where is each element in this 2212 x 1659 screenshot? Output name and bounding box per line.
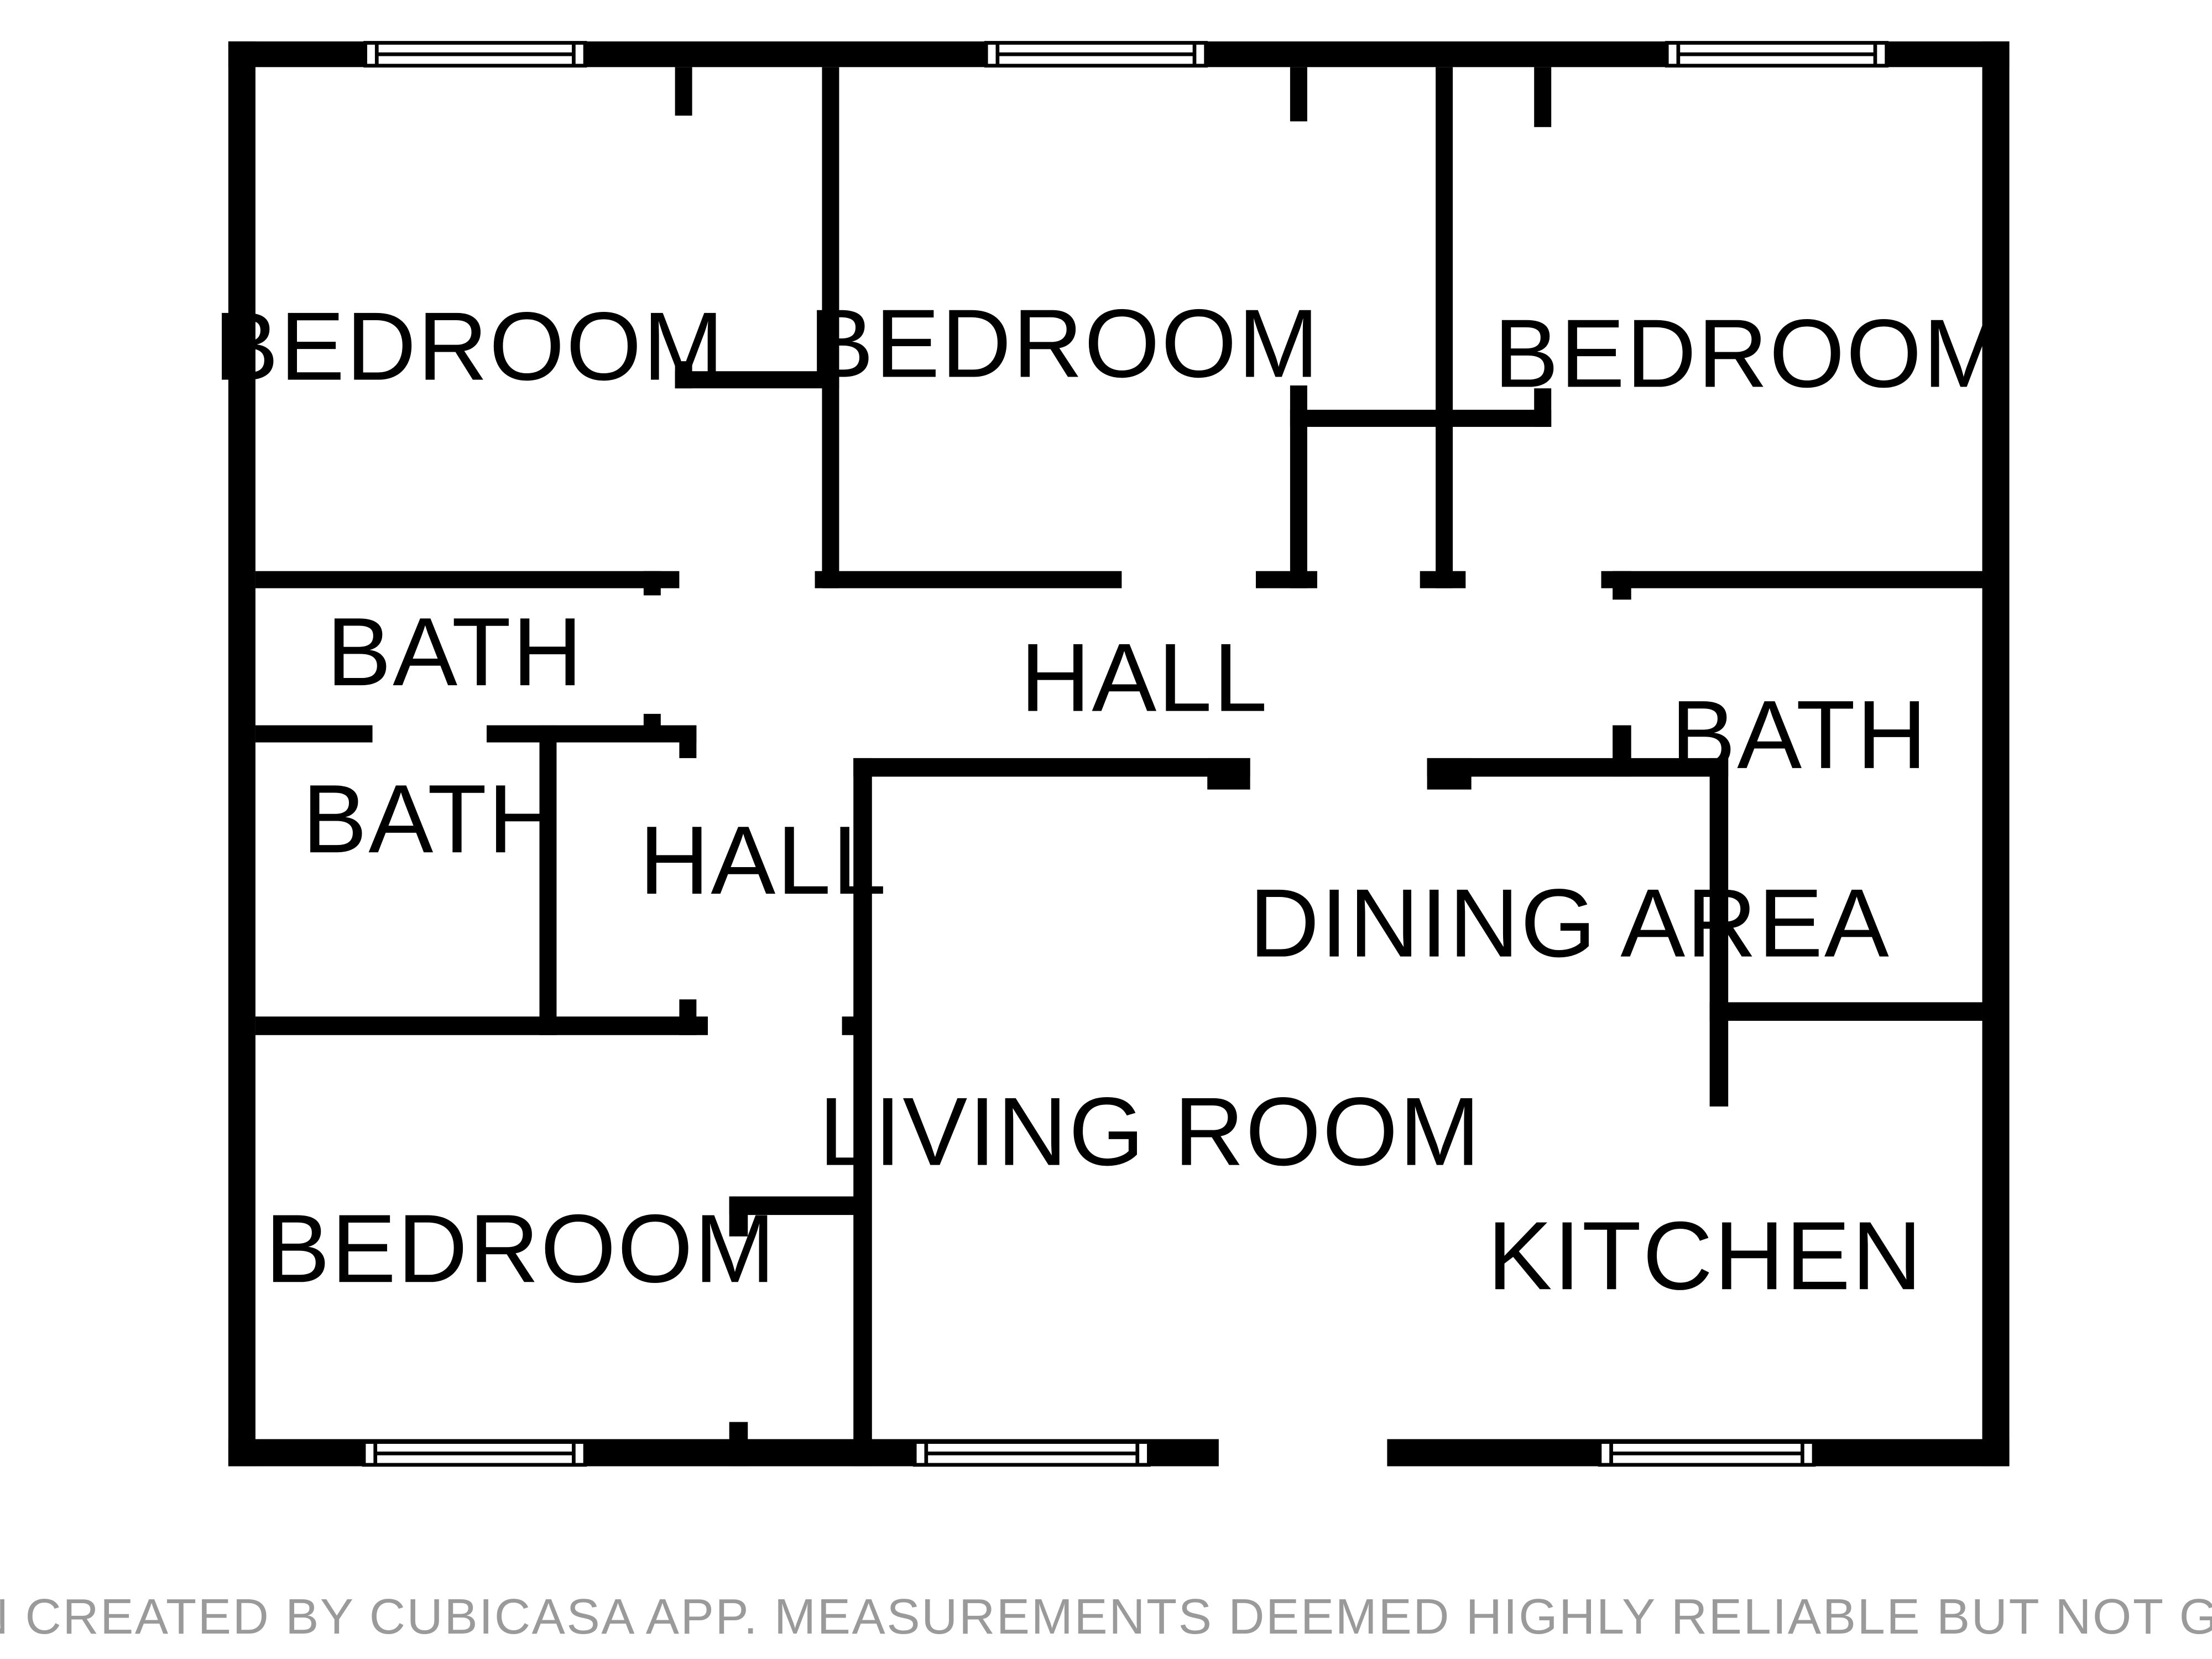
- wall-closet1-bottom: [675, 371, 839, 389]
- window-top-2: [984, 41, 1208, 68]
- wall-baths-bottom: [255, 1016, 708, 1035]
- wall-closet4-stub-bottom: [729, 1422, 748, 1467]
- wall-closet4-top: [729, 1196, 862, 1215]
- wall-closet3-right-top: [1534, 67, 1552, 127]
- wall-living-top-jamb-left: [1207, 758, 1250, 790]
- window-bottom-3: [1598, 1440, 1816, 1467]
- label-kitchen: KITCHEN: [1488, 1202, 1923, 1310]
- window-bottom-1: [362, 1440, 587, 1467]
- wall-closet1-stub-top: [675, 67, 692, 116]
- label-bedroom-top-right: BEDROOM: [1494, 300, 2005, 408]
- wall-living-top-a: [853, 758, 1250, 777]
- disclaimer-text: FLOOR PLAN CREATED BY CUBICASA APP. MEAS…: [0, 1589, 2212, 1645]
- wall-closet1-right: [822, 67, 839, 588]
- window-top-3: [1665, 41, 1888, 68]
- label-bedroom-top-middle: BEDROOM: [809, 289, 1321, 398]
- wall-hall-top-b: [1255, 571, 1317, 588]
- wall-right-bath-door-bottom: [1613, 725, 1631, 777]
- label-hall-main: HALL: [1020, 624, 1269, 732]
- label-bath-right: BATH: [1671, 681, 1928, 789]
- label-bedroom-bottom-left: BEDROOM: [265, 1194, 777, 1303]
- wall-closet4-stub-top: [729, 1196, 748, 1237]
- outer-openings: [1218, 1436, 1387, 1469]
- wall-closet-divider: [1436, 67, 1453, 588]
- outer-wall-left: [228, 41, 255, 1467]
- wall-right-bath-left: [1709, 758, 1729, 1107]
- wall-bath-inner: [539, 725, 557, 1035]
- room-labels: BEDROOM BEDROOM BEDROOM BATH BATH HALL H…: [214, 289, 2005, 1310]
- wall-living-top-b: [1427, 758, 1729, 777]
- label-bath-left-upper: BATH: [327, 598, 584, 706]
- wall-hall-top-a: [815, 571, 1122, 588]
- wall-bedrooms-bath-divider: [255, 571, 680, 588]
- label-hall-side: HALL: [639, 806, 888, 915]
- wall-closets-bottom: [1290, 409, 1552, 427]
- interior-walls: [255, 67, 1983, 1467]
- label-dining-area: DINING AREA: [1249, 869, 1890, 978]
- label-bath-left-lower: BATH: [302, 765, 560, 873]
- window-top-1: [363, 41, 587, 68]
- wall-closet2-left-top: [1290, 67, 1307, 122]
- wall-bath-door-jamb-bottom: [643, 713, 661, 743]
- label-living-room: LIVING ROOM: [819, 1078, 1481, 1186]
- wall-bath-door-jamb-top: [643, 571, 661, 596]
- windows: [362, 41, 1888, 1467]
- outer-wall-right: [1982, 41, 2010, 1467]
- wall-bath-divider-right: [487, 725, 697, 743]
- wall-living-left: [853, 758, 872, 1467]
- wall-hall-side-left-top: [679, 725, 697, 758]
- window-bottom-2: [912, 1440, 1151, 1467]
- wall-right-bath-door-top: [1613, 571, 1631, 600]
- wall-hall-top-d: [1601, 571, 1983, 588]
- wall-bath-divider-left: [255, 725, 373, 743]
- wall-right-bath-bottom: [1709, 1002, 1983, 1021]
- label-bedroom-top-left: BEDROOM: [214, 293, 726, 401]
- door-opening-living-bottom: [1218, 1436, 1387, 1469]
